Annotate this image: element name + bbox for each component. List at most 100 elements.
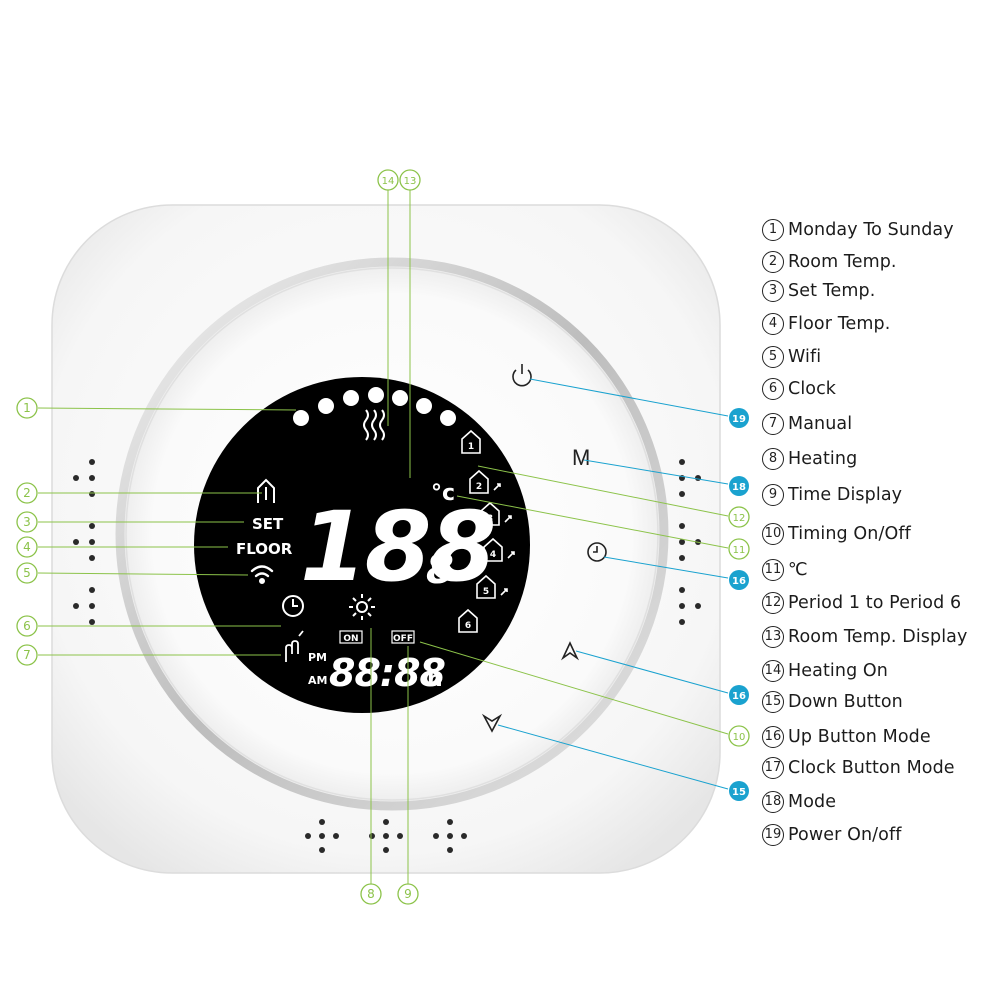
legend-num: 2 — [762, 251, 784, 273]
legend-label: Power On/off — [788, 825, 902, 845]
legend-label: Time Display — [788, 485, 903, 505]
period-5-icon: 5 — [476, 574, 508, 599]
callout-markers-green: 1 2 3 4 5 6 7 8 9 14 13 10 12 11 — [16, 169, 750, 905]
legend-num: 19 — [762, 824, 784, 846]
period-1-icon: 1 — [461, 429, 481, 454]
pm-label: PM — [308, 651, 327, 664]
room-temp-decimal: 8 — [426, 547, 454, 593]
period-6-icon: 6 — [458, 608, 478, 633]
svg-text:16: 16 — [732, 691, 746, 702]
svg-text:10: 10 — [733, 732, 746, 743]
legend-num: 1 — [762, 219, 784, 241]
day-5: 5 — [392, 390, 408, 406]
svg-text:19: 19 — [732, 414, 746, 425]
svg-text:15: 15 — [732, 787, 746, 798]
legend-label: Period 1 to Period 6 — [788, 593, 962, 613]
day-4: 4 — [368, 387, 384, 403]
down-button[interactable] — [481, 713, 503, 733]
day-2: 2 — [318, 398, 334, 414]
lcd-screen — [194, 377, 530, 713]
svg-text:5: 5 — [483, 587, 489, 597]
day-1: 1 — [293, 410, 309, 426]
svg-text:13: 13 — [404, 176, 417, 187]
svg-text:3: 3 — [347, 392, 355, 405]
legend-num: 6 — [762, 378, 784, 400]
callout-10: 10 — [728, 725, 750, 747]
power-button[interactable] — [512, 364, 532, 387]
legend-item-11: 11℃ — [762, 558, 808, 582]
callouts-blue — [497, 378, 729, 790]
room-temp-display: 188 — [300, 491, 494, 603]
legend-num: 9 — [762, 484, 784, 506]
set-label: SET — [252, 515, 284, 533]
callout-2: 2 — [16, 482, 38, 504]
celsius-unit: °c — [431, 481, 455, 506]
svg-text:2: 2 — [476, 482, 482, 492]
wifi-icon — [250, 565, 274, 585]
legend-label: Floor Temp. — [788, 314, 891, 334]
svg-text:16: 16 — [732, 576, 746, 587]
callout-1: 1 — [16, 397, 38, 419]
callout-11: 11 — [728, 538, 750, 560]
legend-num: 10 — [762, 523, 784, 545]
legend-label: Heating — [788, 449, 858, 469]
day-7: 7 — [440, 410, 456, 426]
callout-16: 16 — [729, 685, 749, 705]
time-display: 88:88 — [329, 651, 446, 695]
svg-text:2: 2 — [23, 486, 31, 500]
clock-button[interactable] — [587, 542, 607, 562]
svg-text:1: 1 — [23, 401, 31, 415]
svg-text:12: 12 — [733, 513, 746, 524]
legend-num: 7 — [762, 413, 784, 435]
legend-label: Mode — [788, 792, 837, 812]
svg-text:9: 9 — [404, 887, 412, 901]
svg-text:5: 5 — [23, 566, 31, 580]
up-button[interactable] — [560, 641, 580, 661]
svg-text:4: 4 — [372, 389, 380, 402]
legend-num: 17 — [762, 757, 784, 779]
manual-hand-icon — [285, 630, 304, 662]
svg-text:4: 4 — [490, 550, 496, 560]
callout-7: 7 — [16, 644, 38, 666]
legend-label: Heating On — [788, 661, 889, 681]
legend-num: 18 — [762, 791, 784, 813]
legend-num: 15 — [762, 691, 784, 713]
period-3-icon: 3 — [480, 501, 512, 526]
svg-text:6: 6 — [420, 400, 428, 413]
legend-label: Manual — [788, 414, 853, 434]
svg-text:3: 3 — [487, 514, 493, 524]
svg-text:2: 2 — [322, 400, 330, 413]
callout-15: 15 — [729, 781, 749, 801]
svg-text:6: 6 — [465, 621, 471, 631]
callout-12: 12 — [728, 506, 750, 528]
heating-icon — [349, 594, 375, 620]
legend-num: 11 — [762, 559, 784, 581]
am-label: AM — [308, 674, 327, 687]
callout-8: 8 — [360, 883, 382, 905]
legend-label: Set Temp. — [788, 281, 876, 301]
legend-num: 16 — [762, 726, 784, 748]
mode-button[interactable]: M — [572, 445, 590, 470]
period-2-icon: 2 — [469, 469, 501, 494]
floor-label: FLOOR — [236, 540, 293, 558]
legend-label: ℃ — [788, 560, 808, 580]
day-6: 6 — [416, 398, 432, 414]
callout-19: 19 — [729, 408, 749, 428]
svg-text:7: 7 — [23, 648, 31, 662]
day-3: 3 — [343, 390, 359, 406]
